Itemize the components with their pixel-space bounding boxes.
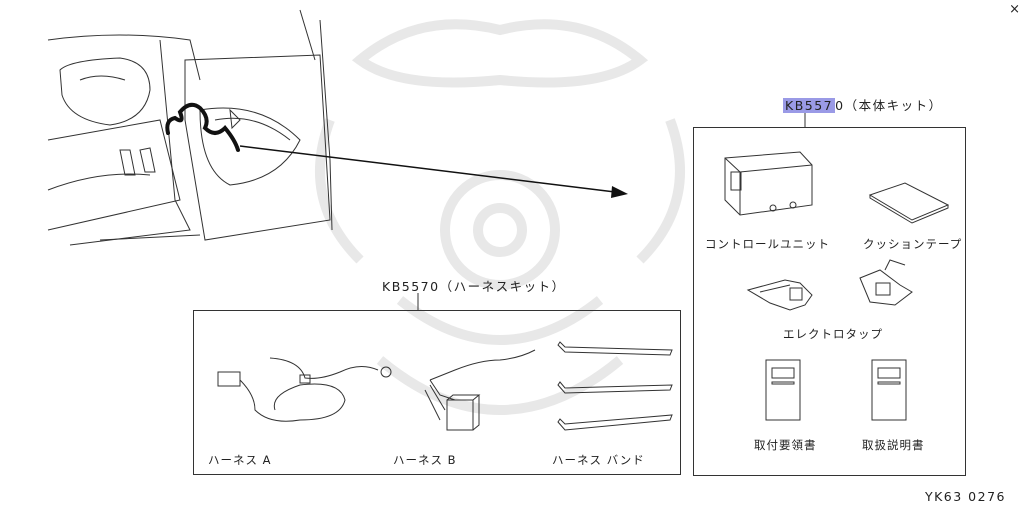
main-kit-box — [693, 127, 966, 476]
kit-code-rest: 0 — [835, 98, 845, 113]
reference-code: YK63 0276 — [924, 489, 1006, 504]
harness-kit-box — [193, 310, 681, 475]
item-harness-a: ハーネス A — [208, 453, 272, 467]
item-install-manual: 取付要領書 — [754, 438, 817, 452]
kit-code-highlight: KB557 — [783, 98, 836, 113]
item-harness-b: ハーネス B — [393, 453, 457, 467]
harness-cable — [165, 102, 240, 152]
arrow-head — [611, 186, 628, 198]
item-harness-band: ハーネス バンド — [552, 453, 645, 467]
close-icon[interactable]: × — [1009, 2, 1020, 17]
item-control-unit: コントロールユニット — [705, 237, 830, 251]
item-instruction-manual: 取扱説明書 — [862, 438, 925, 452]
item-cushion-tape: クッションテープ — [863, 237, 963, 251]
harness-kit-title: KB5570（ハーネスキット） — [382, 279, 566, 294]
item-electro-tap: エレクトロタップ — [783, 327, 883, 341]
kit-suffix: （本体キット） — [844, 98, 943, 113]
